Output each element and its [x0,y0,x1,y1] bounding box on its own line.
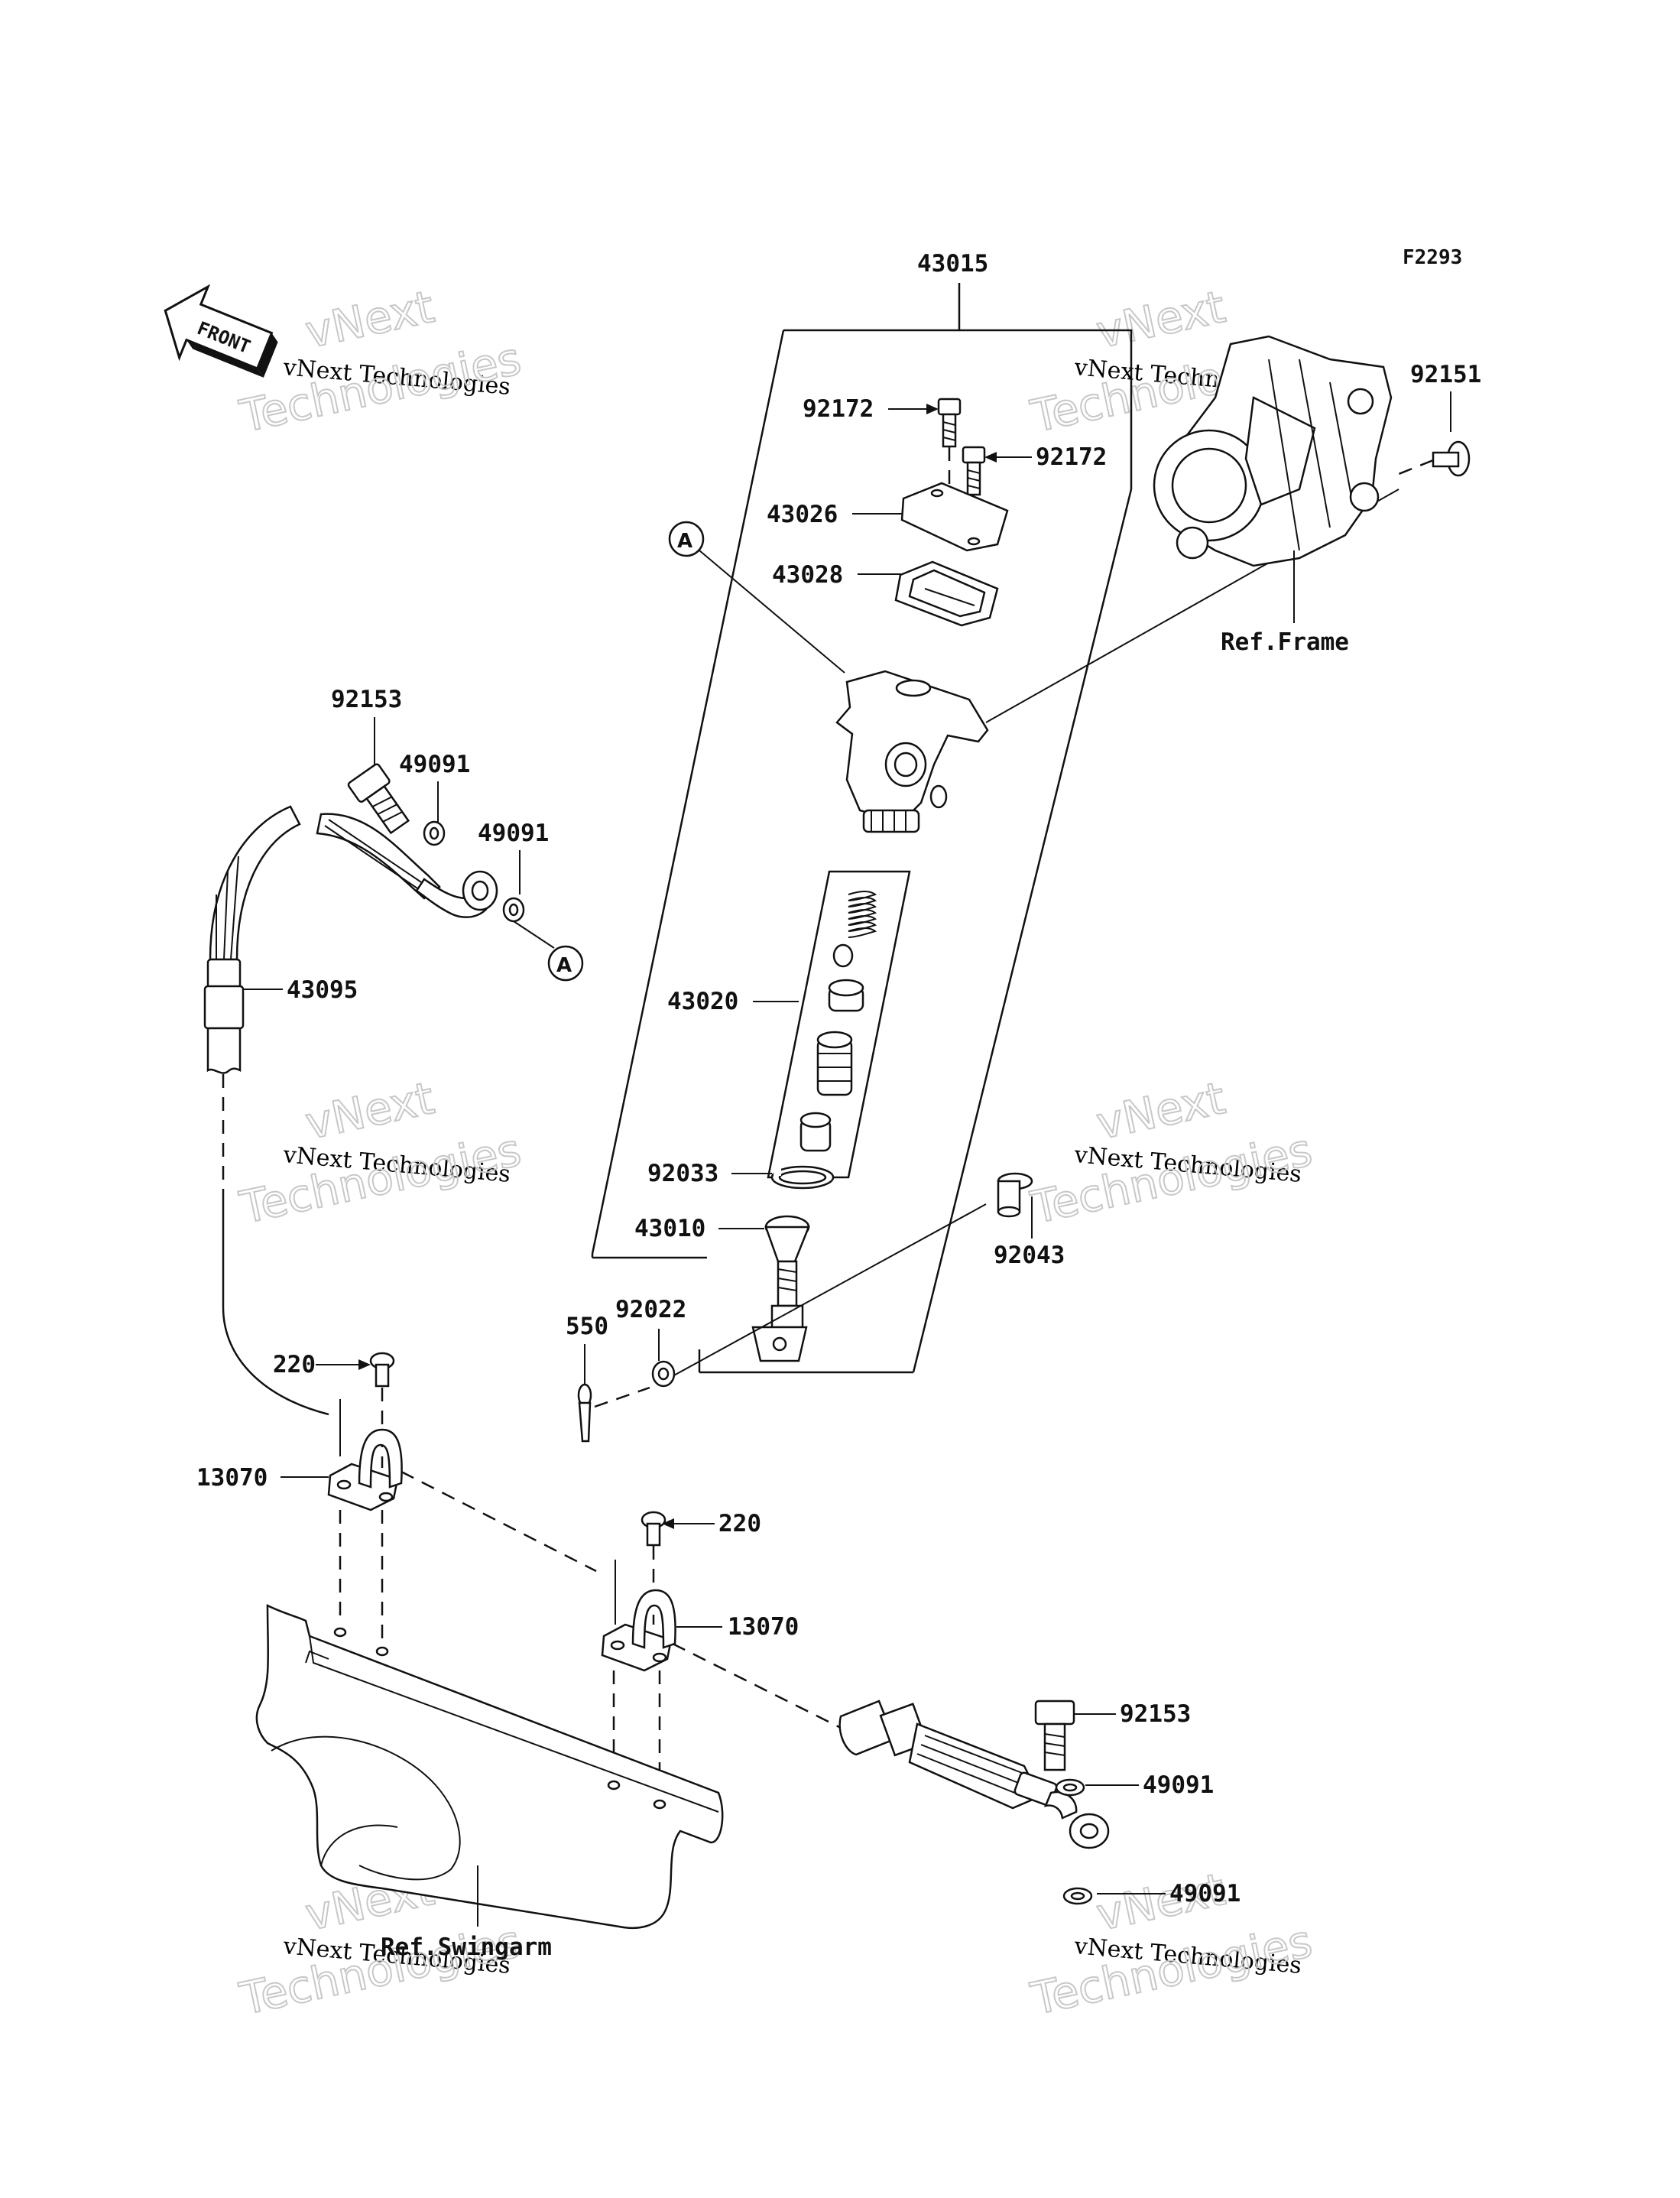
callout-a-top: A [668,521,705,557]
svg-text:vNext: vNext [301,281,439,359]
label-13070-a: 13070 [196,1464,268,1492]
svg-text:Technologies: Technologies [235,1915,526,2025]
swingarm [255,1603,724,1930]
label-49091-c: 49091 [1143,1771,1214,1799]
circlip-92033 [770,1165,835,1190]
push-rod-43010 [751,1215,810,1362]
label-92022: 92022 [615,1296,686,1323]
label-43010: 43010 [634,1215,705,1242]
label-92151: 92151 [1410,361,1481,388]
svg-text:vNext: vNext [301,1072,439,1150]
label-92043: 92043 [994,1242,1065,1269]
svg-text:A: A [677,530,692,553]
ref-frame-label: Ref.Frame [1221,628,1349,656]
front-arrow-icon: FRONT [164,284,278,378]
label-43028: 43028 [772,561,843,589]
hose-clamp-13070-a [327,1428,403,1511]
frame-bracket [1153,335,1393,567]
watermark-top-left: vNext vNext Technologies Technologies [235,280,527,443]
callout-a-left: A [547,945,584,982]
label-43015: 43015 [917,250,988,278]
screw-220-b [641,1511,666,1547]
label-92172-b: 92172 [1036,443,1107,471]
label-220-b: 220 [718,1510,761,1537]
label-13070-b: 13070 [728,1613,799,1641]
figure-code: F2293 [1403,246,1462,269]
label-49091-d: 49091 [1169,1880,1241,1907]
cotter-pin-550 [577,1383,592,1443]
svg-text:A: A [556,954,572,977]
svg-text:Technologies: Technologies [1026,1124,1317,1234]
label-92153-a: 92153 [331,686,402,713]
watermark-mid-left: vNext vNext Technologies Technologies [235,1071,527,1235]
watermark-mid-right: vNext vNext Technologies Technologies [1026,1071,1318,1235]
svg-text:vNext: vNext [1092,1072,1230,1150]
label-92153-b: 92153 [1120,1700,1191,1728]
svg-text:Technologies: Technologies [235,1124,526,1234]
clevis-pin-92043 [997,1172,1033,1218]
label-220-a: 220 [273,1351,316,1378]
piston-kit-43020 [767,870,911,1179]
label-92033: 92033 [647,1160,718,1187]
bolt-92151 [1432,440,1471,477]
bolt-92172-b [962,446,986,496]
brake-hose-43095-upper [203,805,498,1074]
hose-routing-line [222,1193,329,1416]
hose-clamp-13070-b [601,1589,676,1672]
label-92172-a: 92172 [803,395,874,423]
bolt-92172-a [937,398,962,448]
assembly-outline-43015 [591,283,1133,1374]
banjo-bolt-92153-b [1034,1700,1075,1771]
label-550: 550 [566,1313,608,1340]
reservoir-cap-43026 [900,482,1009,552]
label-43026: 43026 [767,501,838,528]
brake-hose-43095-lower [838,1700,1110,1849]
svg-text:Technologies: Technologies [235,333,526,443]
label-49091-a: 49091 [399,751,470,778]
label-43020: 43020 [667,988,738,1015]
master-cylinder-body [835,670,989,833]
label-49091-b: 49091 [478,820,549,847]
diaphragm-43028 [894,560,999,627]
svg-text:Technologies: Technologies [1026,1915,1317,2025]
svg-text:vNext: vNext [1092,281,1230,359]
banjo-bolt-92153-a [347,763,410,835]
label-43095: 43095 [287,976,358,1004]
ref-swingarm-label: Ref.Swingarm [381,1933,552,1961]
screw-220-a [369,1352,395,1388]
